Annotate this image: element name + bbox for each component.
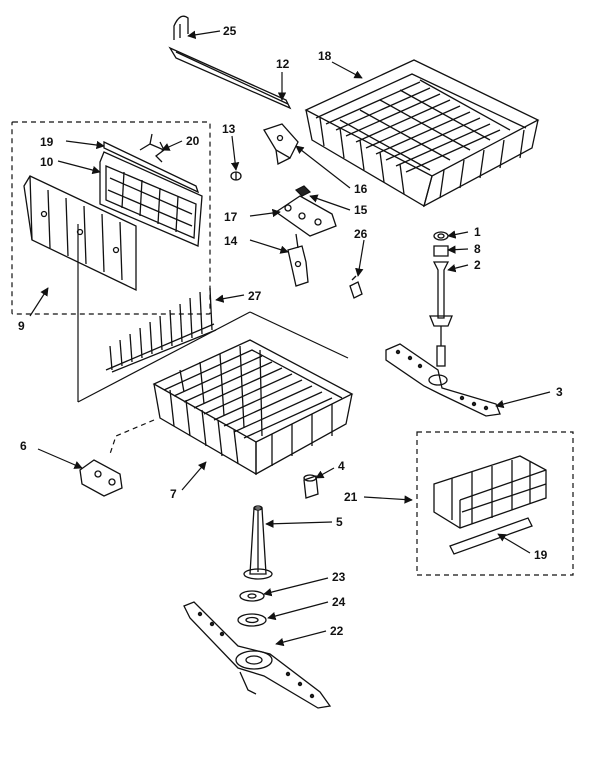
part-25-clip	[173, 15, 189, 40]
part-19-basket-strip	[449, 517, 533, 555]
part-20-clip	[139, 133, 166, 163]
callout-10: 10	[40, 155, 54, 169]
callout-7: 7	[170, 487, 177, 501]
part-2-tube	[429, 261, 453, 367]
part-3-upper-spray-arm	[385, 343, 501, 417]
part-9-door-panel	[23, 175, 137, 292]
callout-17: 17	[224, 210, 238, 224]
callout-1: 1	[474, 225, 481, 239]
part-18-upper-rack	[304, 59, 540, 208]
callout-16: 16	[354, 182, 368, 196]
callout-26: 26	[354, 227, 368, 241]
leader-lines	[29, 30, 551, 647]
callout-4: 4	[338, 459, 345, 473]
group-box-door-panel	[11, 121, 211, 315]
callout-8: 8	[474, 242, 481, 256]
callout-5: 5	[336, 515, 343, 529]
part-15-adjuster-cap	[294, 185, 312, 197]
callout-23: 23	[332, 570, 346, 584]
callout-15: 15	[354, 203, 368, 217]
part-5-spray-tube	[243, 505, 273, 580]
part-22-lower-spray-arm	[183, 601, 332, 709]
callout-13: 13	[222, 122, 236, 136]
part-12-rail	[168, 46, 292, 110]
callout-2: 2	[474, 258, 481, 272]
callout-6: 6	[20, 439, 27, 453]
callout-22: 22	[330, 624, 344, 638]
callout-25: 25	[223, 24, 237, 38]
callout-14: 14	[224, 234, 238, 248]
callout-20: 20	[186, 134, 200, 148]
part-6-roller	[79, 459, 123, 497]
part-4-stud	[303, 474, 319, 499]
callout-19-upper: 19	[40, 135, 54, 149]
callout-21: 21	[344, 490, 358, 504]
part-16-bracket	[263, 123, 299, 165]
guide-dashed-line	[109, 419, 155, 455]
part-8-washer	[433, 245, 449, 257]
part-27-tines	[105, 287, 217, 373]
connector-line	[249, 311, 349, 359]
part-14-latch	[287, 233, 309, 287]
callout-18: 18	[318, 49, 332, 63]
part-21-silverware-basket	[433, 455, 547, 529]
part-23-washer	[239, 590, 265, 602]
part-1-nut	[433, 231, 449, 241]
callout-27: 27	[248, 289, 262, 303]
connector-line	[77, 311, 251, 403]
callout-19-lower: 19	[534, 548, 548, 562]
callout-12: 12	[276, 57, 290, 71]
callout-24: 24	[332, 595, 346, 609]
callout-9: 9	[18, 319, 25, 333]
callout-3: 3	[556, 385, 563, 399]
part-7-lower-rack	[152, 339, 354, 476]
part-17-adjuster-arm	[274, 195, 337, 237]
part-26-clip	[349, 275, 363, 299]
part-10-grille	[99, 151, 203, 247]
part-13-stud	[230, 171, 242, 181]
part-24-seal	[237, 613, 267, 627]
group-box-silverware-basket	[416, 431, 574, 576]
